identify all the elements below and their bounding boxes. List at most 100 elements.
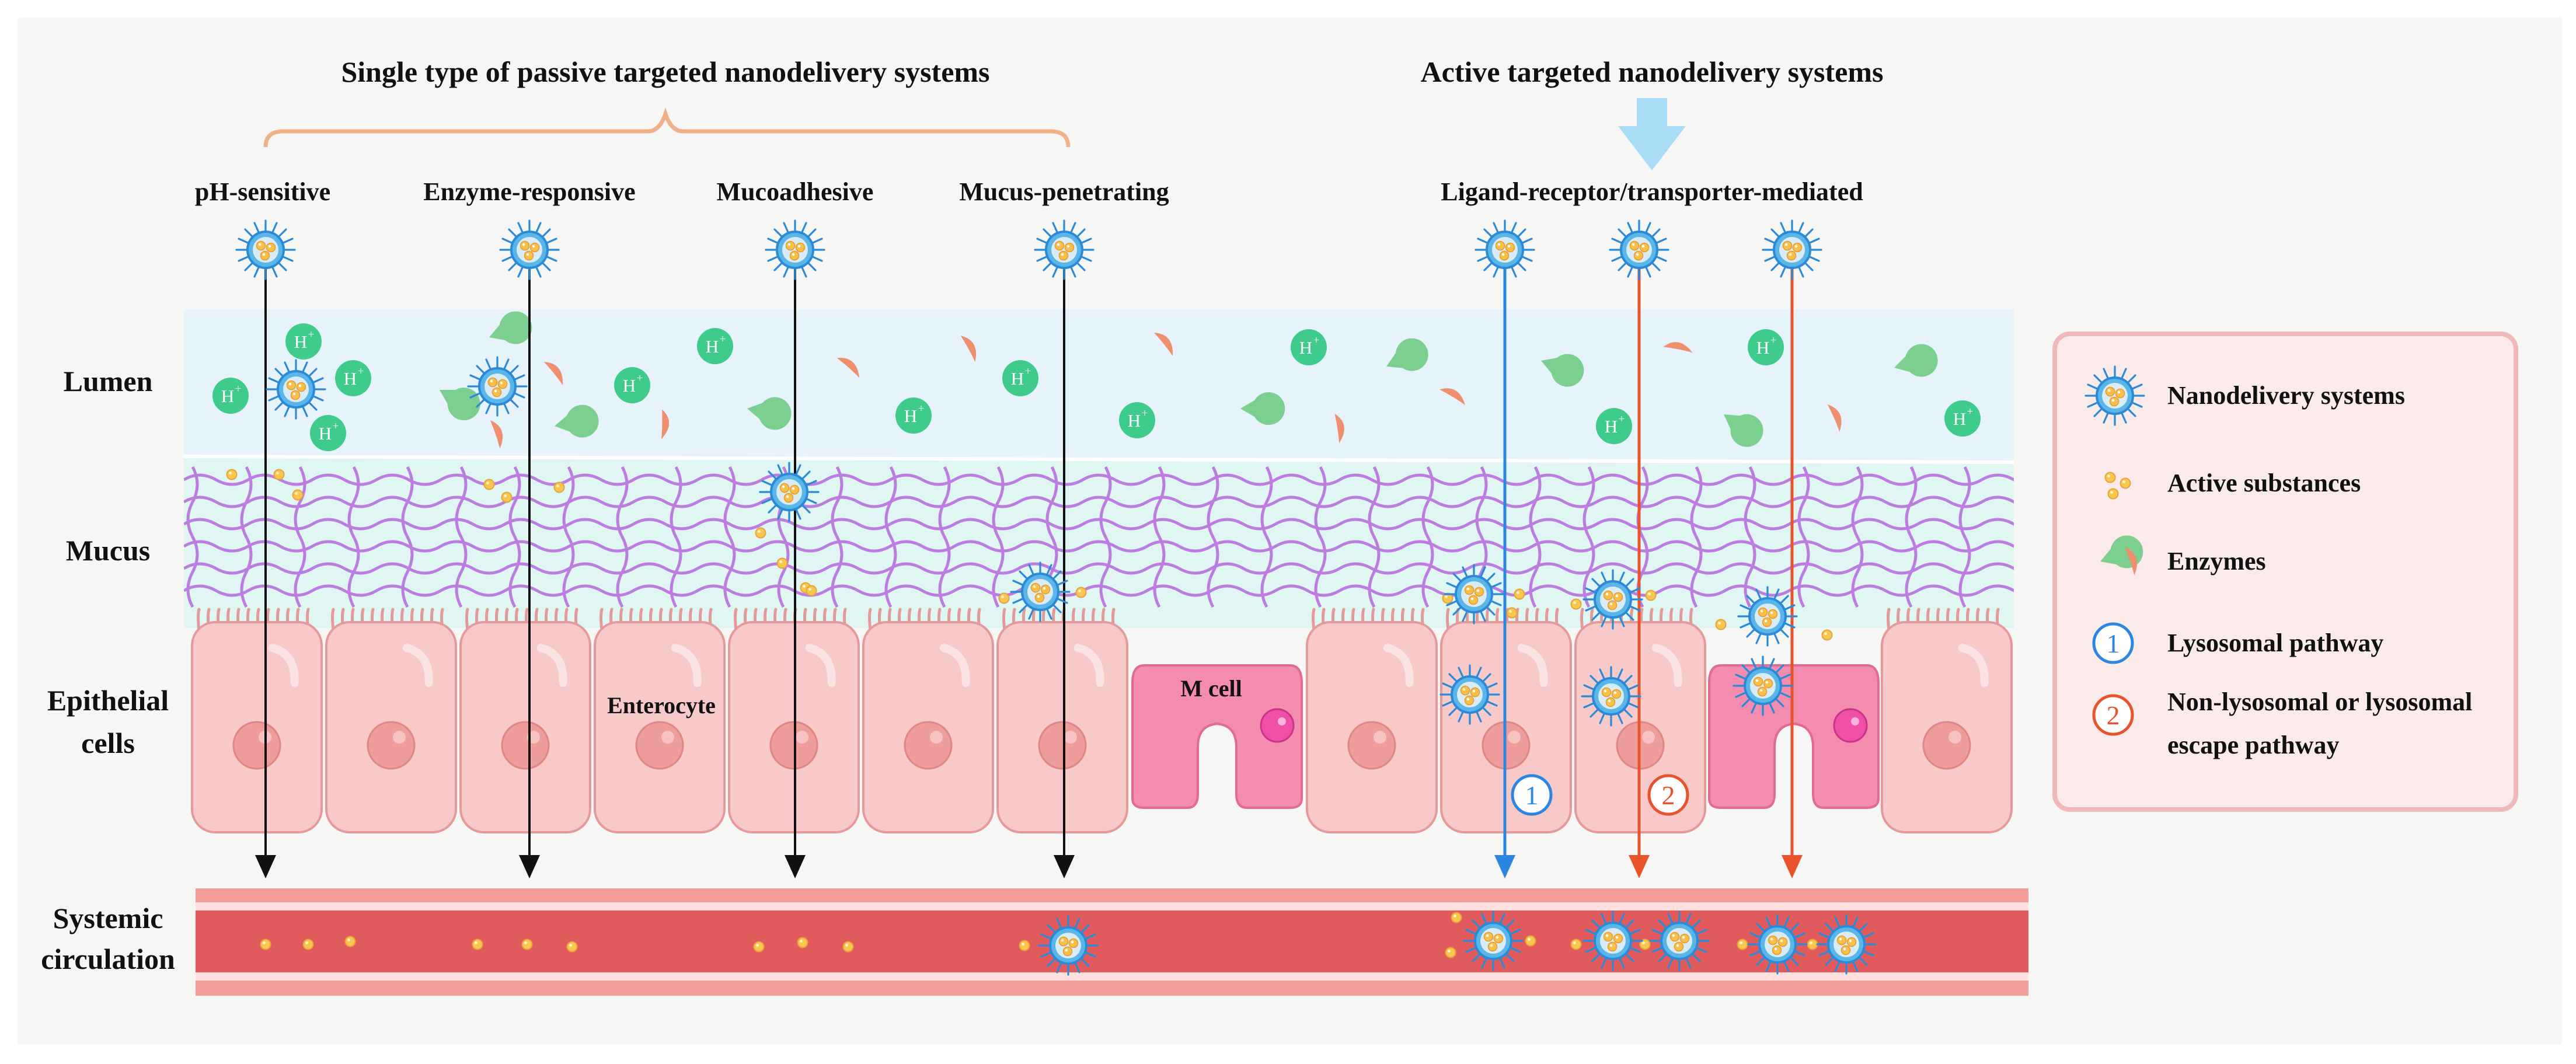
nanoparticle-icon xyxy=(235,219,296,280)
proton-charge: + xyxy=(358,365,364,378)
escape-pathway-marker-number: 2 xyxy=(1662,780,1675,810)
nanoparticle-icon xyxy=(1463,910,1524,971)
route-arrow-2 xyxy=(519,264,540,878)
legend-label-lysosomal: Lysosomal pathway xyxy=(2167,629,2383,657)
active-substance-icon xyxy=(566,941,578,953)
nanoparticle-icon xyxy=(1816,914,1877,975)
legend-escape-marker-icon-number: 2 xyxy=(2107,700,2120,730)
active-substance-icon xyxy=(273,469,285,480)
enterocyte-cell xyxy=(1306,608,1438,833)
escape-pathway-marker: 2 xyxy=(1647,774,1689,816)
nanoparticle-icon xyxy=(759,462,820,522)
proton-icon: H+ xyxy=(1748,329,1784,365)
nanoparticle-icon xyxy=(1038,915,1099,976)
nanoparticle-icon xyxy=(1747,914,1808,975)
legend-escape-marker-icon: 2 xyxy=(2092,694,2134,736)
escape-pathway-arrow-2 xyxy=(1782,264,1803,878)
proton-symbol: H xyxy=(1605,416,1618,437)
active-substance-icon xyxy=(472,939,483,950)
enterocyte-cell xyxy=(325,608,457,833)
proton-symbol: H xyxy=(1128,410,1141,431)
active-substance-icon xyxy=(1570,598,1582,610)
layer-label-lumen: Lumen xyxy=(64,365,153,397)
lysosomal-pathway-arrow xyxy=(1494,264,1515,878)
proton-icon: H+ xyxy=(335,360,371,396)
blood-vessel xyxy=(196,888,2028,996)
proton-icon: H+ xyxy=(1291,329,1327,365)
nanoparticle-icon xyxy=(1582,569,1643,630)
active-substance-icon xyxy=(483,479,495,490)
legend-nanoparticle-icon xyxy=(2084,365,2145,426)
nanoparticle-icon xyxy=(1649,910,1710,971)
proton-icon: H+ xyxy=(212,378,249,414)
active-substance-icon xyxy=(521,939,533,950)
active-substance-icon xyxy=(1514,588,1525,600)
active-substance-icon xyxy=(776,557,788,569)
route-label-ph-sensitive: pH-sensitive xyxy=(195,177,330,206)
layer-label-mucus: Mucus xyxy=(66,534,150,567)
proton-icon: H+ xyxy=(1002,360,1038,396)
proton-symbol: H xyxy=(221,386,234,406)
proton-symbol: H xyxy=(1756,337,1769,358)
proton-charge: + xyxy=(1142,407,1148,420)
active-substance-icon xyxy=(553,482,565,493)
nanoparticle-icon xyxy=(467,356,528,417)
active-substance-icon xyxy=(998,592,1010,604)
proton-symbol: H xyxy=(1953,409,1966,429)
proton-icon: H+ xyxy=(697,328,733,364)
passive-group-bracket xyxy=(263,107,1071,148)
route-arrow-4 xyxy=(1054,264,1075,878)
proton-symbol: H xyxy=(1299,337,1312,358)
layer-label-epithelial-2: cells xyxy=(81,727,135,759)
enterocyte-cell xyxy=(1881,608,2013,833)
active-substance-icon xyxy=(755,527,766,539)
proton-symbol: H xyxy=(706,336,719,357)
active-substance-icon xyxy=(1525,935,1536,947)
proton-icon: H+ xyxy=(614,367,650,403)
legend-label-escape-2: escape pathway xyxy=(2167,731,2340,759)
proton-charge: + xyxy=(637,372,643,385)
active-substance-icon xyxy=(501,491,513,503)
proton-symbol: H xyxy=(1011,368,1024,389)
active-substance-icon xyxy=(1451,912,1462,923)
nanoparticle-icon xyxy=(1444,564,1504,625)
layer-label-epithelial: Epithelial xyxy=(47,684,169,717)
active-substance-icon xyxy=(797,937,808,948)
legend-label-enzymes: Enzymes xyxy=(2167,547,2266,575)
proton-charge: + xyxy=(1967,406,1974,418)
active-substance-icon xyxy=(1445,947,1456,958)
enterocyte-cell xyxy=(191,608,323,833)
active-substance-icon xyxy=(1737,939,1748,950)
proton-charge: + xyxy=(235,383,242,395)
route-label-mucoadhesive: Mucoadhesive xyxy=(717,177,874,206)
active-substance-icon xyxy=(292,489,304,501)
proton-charge: + xyxy=(308,329,315,341)
active-substance-icon xyxy=(1075,587,1087,598)
active-substance-icon xyxy=(1645,589,1657,601)
route-label-mucus-penetrating: Mucus-penetrating xyxy=(959,177,1169,206)
active-substance-icon xyxy=(1821,629,1833,641)
proton-charge: + xyxy=(333,420,339,432)
route-label-ligand-receptor: Ligand-receptor/transporter-mediated xyxy=(1441,177,1863,206)
proton-charge: + xyxy=(1770,334,1777,347)
nanoparticle-icon xyxy=(1475,219,1535,280)
legend-label-nanodelivery: Nanodelivery systems xyxy=(2167,381,2405,410)
legend-label-escape: Non-lysosomal or lysosomal xyxy=(2167,688,2472,716)
nanoparticle-icon xyxy=(1034,219,1094,280)
nanoparticle-icon xyxy=(1609,219,1669,280)
proton-charge: + xyxy=(918,403,925,415)
m-cell-label: M cell xyxy=(1180,675,1242,702)
active-substance-icon xyxy=(753,941,765,953)
active-substance-icon xyxy=(806,585,817,596)
proton-symbol: H xyxy=(319,423,332,444)
proton-icon: H+ xyxy=(1119,402,1155,438)
proton-symbol: H xyxy=(344,368,357,389)
enterocyte-cell xyxy=(862,608,994,833)
active-substance-icon xyxy=(344,936,356,947)
proton-icon: H+ xyxy=(310,415,346,451)
active-substance-icon xyxy=(260,939,271,950)
nanoparticle-icon xyxy=(1581,666,1641,727)
lumen-band xyxy=(184,309,2014,462)
